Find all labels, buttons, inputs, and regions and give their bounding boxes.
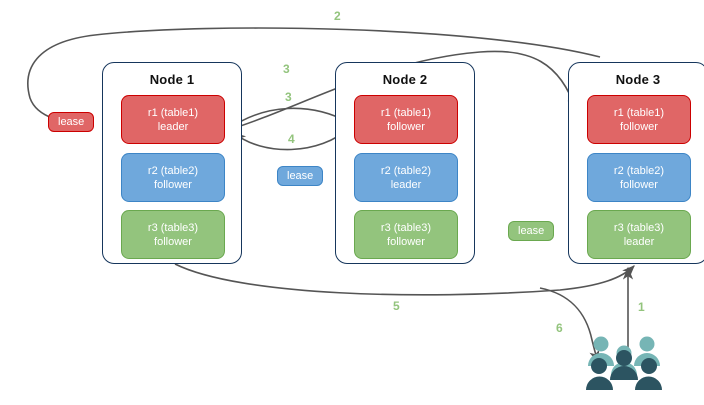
step-label-3-lower: 3 (285, 90, 292, 104)
edge-step-5 (174, 263, 635, 296)
replica-name: r2 (table2) (613, 164, 665, 177)
replica-role: follower (387, 120, 425, 133)
step-label-1: 1 (638, 300, 645, 314)
lease-badge-blue[interactable]: lease (277, 166, 324, 186)
replica-role: follower (154, 235, 192, 248)
step-label-2: 2 (334, 9, 341, 23)
replica-role: leader (157, 120, 189, 133)
step-label-4: 4 (288, 132, 295, 146)
replica-name: r3 (table3) (380, 221, 432, 234)
lease-badge-red[interactable]: lease (48, 112, 95, 132)
node-title-node2: Node 2 (382, 72, 428, 87)
replica-role: leader (623, 235, 655, 248)
replica-role: follower (387, 235, 425, 248)
replica-node3-r2[interactable]: r2 (table2) follower (587, 153, 691, 202)
replica-node1-r2[interactable]: r2 (table2) follower (121, 153, 225, 202)
node-title-node1: Node 1 (149, 72, 195, 87)
replica-name: r1 (table1) (380, 106, 432, 119)
replica-node3-r3[interactable]: r3 (table3) leader (587, 210, 691, 259)
replica-name: r1 (table1) (613, 106, 665, 119)
step-label-5: 5 (393, 299, 400, 313)
replica-name: r2 (table2) (380, 164, 432, 177)
step-label-6: 6 (556, 321, 563, 335)
replica-node1-r1[interactable]: r1 (table1) leader (121, 95, 225, 144)
node-card-node2[interactable]: Node 2 r1 (table1) follower r2 (table2) … (335, 62, 475, 264)
replica-name: r3 (table3) (613, 221, 665, 234)
node-card-node3[interactable]: Node 3 r1 (table1) follower r2 (table2) … (568, 62, 704, 264)
step-label-3-upper: 3 (283, 62, 290, 76)
node-card-node1[interactable]: Node 1 r1 (table1) leader r2 (table2) fo… (102, 62, 242, 264)
replica-role: leader (390, 178, 422, 191)
replica-role: follower (154, 178, 192, 191)
replica-role: follower (620, 120, 658, 133)
replica-node2-r3[interactable]: r3 (table3) follower (354, 210, 458, 259)
replica-node2-r2[interactable]: r2 (table2) leader (354, 153, 458, 202)
replica-role: follower (620, 178, 658, 191)
node-title-node3: Node 3 (615, 72, 661, 87)
replica-name: r1 (table1) (147, 106, 199, 119)
edge-step-3-to-node2 (229, 107, 350, 129)
replica-node1-r3[interactable]: r3 (table3) follower (121, 210, 225, 259)
replica-node3-r1[interactable]: r1 (table1) follower (587, 95, 691, 144)
people-group-icon (586, 336, 662, 390)
replica-name: r3 (table3) (147, 221, 199, 234)
lease-badge-green[interactable]: lease (508, 221, 555, 241)
replica-node2-r1[interactable]: r1 (table1) follower (354, 95, 458, 144)
replica-name: r2 (table2) (147, 164, 199, 177)
